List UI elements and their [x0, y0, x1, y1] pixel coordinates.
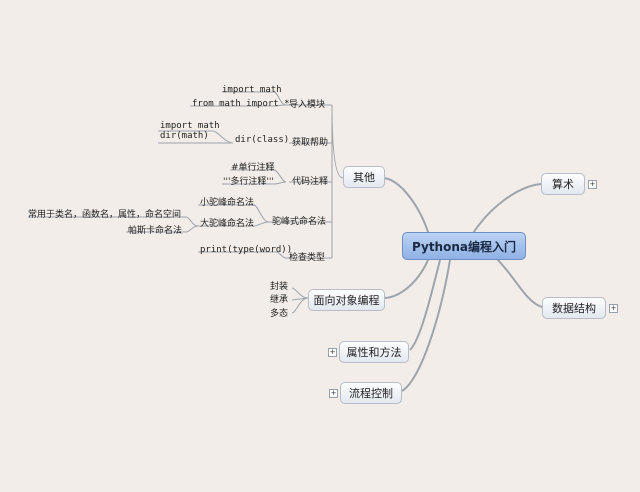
connector-root-oop: [384, 254, 431, 299]
leaf-print-type[interactable]: print(type(word)): [200, 245, 293, 255]
connector-root-attrs: [409, 259, 441, 351]
expand-attributes-methods-icon[interactable]: +: [328, 348, 337, 357]
leaf-import-math[interactable]: import math: [222, 85, 282, 95]
expand-algorithm-icon[interactable]: +: [588, 180, 597, 189]
central-topic[interactable]: Pythona编程入门: [402, 232, 526, 260]
branch-other[interactable]: 其他: [343, 166, 385, 188]
leaf-multi-line-comment[interactable]: '''多行注释''': [223, 177, 274, 187]
topic-get-help[interactable]: 获取帮助: [292, 138, 329, 148]
leaf-lower-camel-case[interactable]: 小驼峰命名法: [200, 198, 255, 208]
leaf-help-dir-math[interactable]: dir(math): [160, 131, 209, 141]
connector-root-other: [383, 177, 431, 239]
connector-root-algorithm: [469, 183, 542, 239]
topic-import-module[interactable]: 导入模块: [289, 100, 326, 110]
leaf-dir-class[interactable]: dir(class): [235, 135, 290, 145]
leaf-single-line-comment[interactable]: #单行注释: [231, 163, 275, 173]
branch-flow-control[interactable]: 流程控制: [340, 382, 402, 404]
connector-root-flow: [401, 259, 451, 392]
branch-algorithm[interactable]: 算术: [541, 173, 585, 195]
leaf-from-math-import[interactable]: from math import *: [192, 99, 290, 109]
branch-data-structure[interactable]: 数据结构: [542, 297, 606, 319]
topic-code-comment[interactable]: 代码注释: [292, 177, 329, 187]
branch-attributes-methods[interactable]: 属性和方法: [339, 341, 409, 363]
leaf-upper-camel-case[interactable]: 大驼峰命名法: [200, 219, 255, 229]
topic-camel-case[interactable]: 驼峰式命名法: [272, 217, 327, 227]
leaf-encapsulation[interactable]: 封装: [270, 282, 289, 292]
branch-oop[interactable]: 面向对象编程: [308, 289, 385, 311]
leaf-help-import-math[interactable]: import math: [160, 121, 220, 131]
connector-other-trunk: [331, 104, 344, 258]
leaf-polymorphism[interactable]: 多态: [270, 309, 289, 319]
leaf-pascal-case[interactable]: 帕斯卡命名法: [128, 226, 183, 236]
leaf-common-usage[interactable]: 常用于类名，函数名，属性，命名空间: [28, 210, 182, 220]
expand-data-structure-icon[interactable]: +: [609, 304, 618, 313]
expand-flow-control-icon[interactable]: +: [329, 389, 338, 398]
leaf-inheritance[interactable]: 继承: [270, 295, 289, 305]
connector-root-datastruct: [489, 251, 543, 308]
topic-type-check[interactable]: 检查类型: [289, 253, 326, 263]
